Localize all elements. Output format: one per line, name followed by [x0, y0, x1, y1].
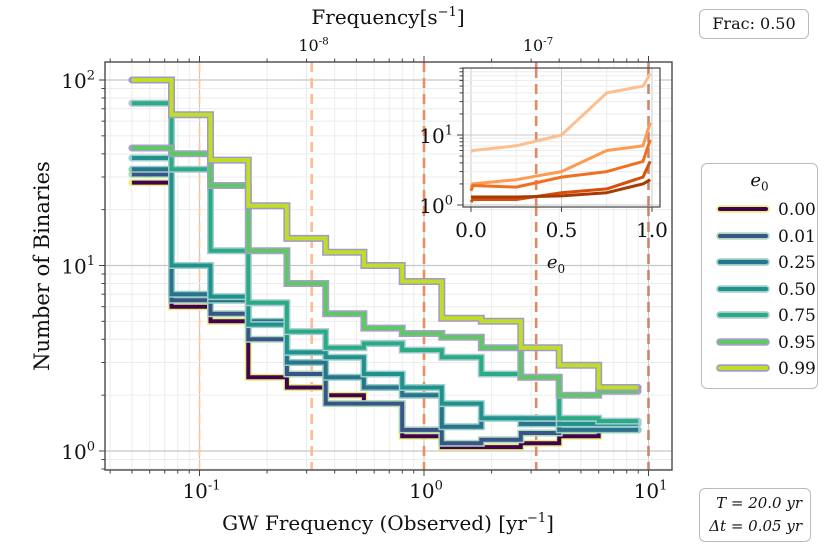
tick-label: 100 [419, 194, 453, 218]
legend-line-swatch [718, 286, 768, 291]
legend-label: 0.01 [778, 226, 816, 247]
main-axis-ticks: 10-1 100 101 100 101 102 10-8 10-7 [61, 35, 667, 503]
legend-item: 0.01 [716, 225, 816, 249]
series-line [131, 78, 639, 390]
inset-x-label: e0 [547, 252, 565, 276]
legend-item: 0.95 [716, 331, 816, 355]
legend-line-swatch [718, 313, 768, 317]
y-axis-label: Number of Binaries [30, 161, 54, 371]
legend-line-swatch [718, 260, 768, 264]
tick-label: 102 [61, 69, 95, 93]
legend-item: 0.25 [716, 251, 816, 275]
legend-line-swatch [718, 339, 768, 344]
cadence-text: Δt = 0.05 yr [709, 517, 802, 535]
x-axis-label: GW Frequency (Observed) [yr−1] [222, 511, 554, 535]
fraction-text: Frac: 0.50 [712, 14, 796, 33]
tick-label: 101 [634, 479, 668, 503]
tick-label: 10-8 [298, 35, 328, 55]
legend: e0 0.00 0.01 0.25 0.50 0.75 0.95 0.99 [701, 163, 818, 389]
inset-line [469, 160, 652, 203]
legend-label: 0.00 [778, 200, 816, 220]
inset-line [469, 122, 652, 188]
fraction-box: Frac: 0.50 [699, 9, 809, 39]
series-line [131, 156, 639, 426]
legend-line-swatch [718, 233, 768, 238]
tick-label: 10-7 [523, 35, 553, 55]
tick-label: 100 [61, 440, 95, 464]
legend-label: 0.95 [778, 332, 816, 353]
legend-label: 0.50 [778, 279, 816, 300]
inset-axis-ticks: 0.0 0.5 1.0 101 100 [419, 67, 668, 242]
tick-label: 100 [409, 479, 443, 503]
legend-item: 0.75 [716, 304, 816, 328]
inset-tick-label: 1.0 [636, 218, 668, 242]
inset-line [469, 139, 652, 192]
legend-title: e0 [750, 170, 769, 194]
tick-label: 10-1 [182, 479, 220, 503]
legend-item: 0.50 [716, 278, 816, 302]
series-line [131, 167, 639, 432]
parameters-box: T = 20.0 yr Δt = 0.05 yr [699, 488, 811, 542]
inset-tick-label: 0.0 [455, 218, 487, 242]
legend-label: 0.99 [778, 359, 816, 379]
inset-line [471, 178, 651, 199]
inset-tick-label: 0.5 [546, 218, 578, 242]
series-line [131, 146, 639, 398]
tick-label: 101 [419, 124, 453, 148]
legend-item: 0.99 [716, 357, 816, 381]
series-line [131, 172, 639, 446]
top-axis-label: Frequency[s−1] [311, 5, 464, 29]
inset-line [470, 72, 652, 153]
legend-label: 0.75 [778, 306, 816, 326]
duration-text: T = 20.0 yr [716, 494, 802, 512]
legend-item: 0.00 [716, 198, 816, 222]
histogram-series [128, 76, 642, 451]
tick-label: 101 [61, 254, 95, 278]
legend-line-swatch [718, 366, 768, 370]
legend-label: 0.25 [778, 253, 816, 273]
legend-line-swatch [718, 207, 768, 211]
inset-series [469, 72, 652, 203]
